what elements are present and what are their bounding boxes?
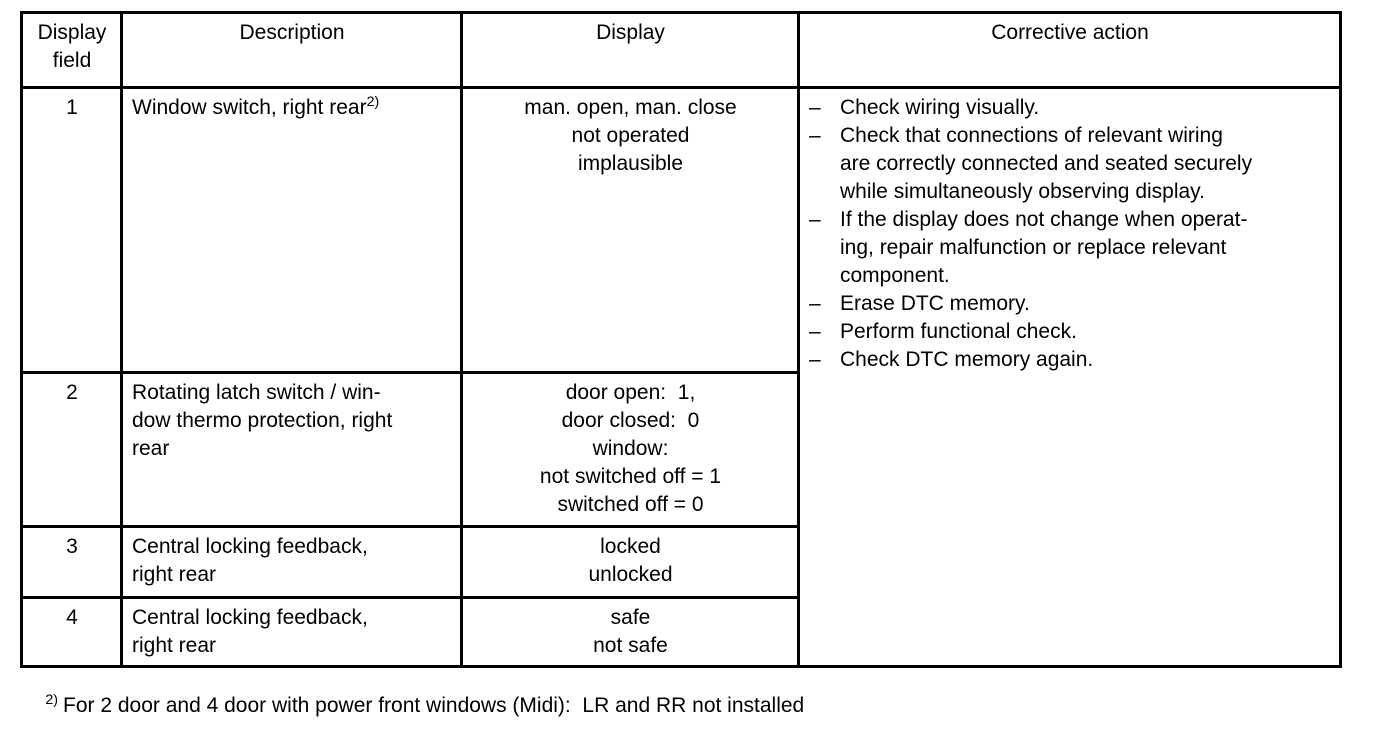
- row-1-field-number: 1: [20, 86, 123, 374]
- text-line: rear: [132, 437, 170, 460]
- footnote-marker: 2): [45, 692, 59, 708]
- dash-bullet: –: [809, 124, 821, 147]
- corrective-action-text: Perform functional check.: [840, 318, 1077, 346]
- corrective-action-item: –Perform functional check.: [809, 318, 1331, 346]
- text-line: door closed: 0: [561, 409, 700, 432]
- text-line: Central locking feedback,: [132, 535, 368, 558]
- diagnostic-display-table: Display field Description Display Correc…: [20, 11, 1342, 668]
- row-4-description: Central locking feedback, right rear: [120, 596, 463, 668]
- row-3-field-number: 3: [20, 525, 123, 599]
- corrective-action-item: –If the display does not change when ope…: [809, 206, 1331, 290]
- text-line: switched off = 0: [557, 493, 704, 516]
- corrective-action-text: Erase DTC memory.: [840, 290, 1030, 318]
- corrective-action-item: –Check DTC memory again.: [809, 346, 1331, 374]
- text-line: implausible: [577, 152, 684, 175]
- table-row: 3 Central locking feedback, right rear lo…: [20, 525, 1341, 599]
- dash-bullet: –: [809, 320, 821, 343]
- table-row: 4 Central locking feedback, right rear sa…: [20, 596, 1341, 668]
- text-line: not operated: [571, 124, 690, 147]
- text-line: locked: [600, 535, 661, 558]
- corrective-action-item: –Check wiring visually.: [809, 94, 1331, 122]
- text-line: Erase DTC memory.: [840, 292, 1030, 315]
- text-line: Check that connections of relevant wirin…: [840, 124, 1223, 147]
- text-line: window:: [592, 437, 669, 460]
- text-line: If the display does not change when oper…: [840, 208, 1248, 231]
- corrective-action-text: Check DTC memory again.: [840, 346, 1093, 374]
- row-2-field-number: 2: [20, 371, 123, 528]
- dash-bullet: –: [809, 96, 821, 119]
- row-1-display-values: man. open, man. close not operated implaus…: [460, 86, 800, 374]
- table-row: 2 Rotating latch switch / win-dow thermo…: [20, 371, 1341, 528]
- scanned-manual-page: Display field Description Display Correc…: [20, 11, 1342, 717]
- text-line: ing, repair malfunction or replace relev…: [840, 236, 1227, 259]
- corrective-action-item: –Erase DTC memory.: [809, 290, 1331, 318]
- text-line: man. open, man. close: [524, 96, 737, 119]
- header-display: Display: [460, 11, 800, 89]
- row-1-description-text: Window switch, right rear: [132, 96, 367, 119]
- header-description: Description: [120, 11, 463, 89]
- footnote-text: For 2 door and 4 door with power front w…: [63, 694, 805, 717]
- text-line: not switched off = 1: [539, 465, 722, 488]
- row-1-footnote-ref: 2): [366, 94, 380, 110]
- text-line: unlocked: [588, 563, 673, 586]
- text-line: Rotating latch switch / win-: [132, 381, 381, 404]
- row-3-display-values: locked unlocked: [460, 525, 800, 599]
- text-line: Perform functional check.: [840, 320, 1077, 343]
- corrective-action-text: Check that connections of relevant wirin…: [840, 122, 1252, 206]
- text-line: right rear: [132, 563, 217, 586]
- header-display-field: Display field: [20, 11, 123, 89]
- text-line: while simultaneously observing display.: [840, 180, 1205, 203]
- text-line: right rear: [132, 634, 217, 657]
- text-line: Central locking feedback,: [132, 606, 368, 629]
- dash-bullet: –: [809, 208, 821, 231]
- header-row: Display field Description Display Correc…: [20, 11, 1342, 89]
- table-row: 1 Window switch, right rear2) man. open,…: [20, 86, 1342, 668]
- text-line: not safe: [593, 634, 668, 657]
- row-4-display-values: safe not safe: [460, 596, 800, 668]
- corrective-action-item: –Check that connections of relevant wiri…: [809, 122, 1331, 206]
- dash-bullet: –: [809, 348, 821, 371]
- row-2-description: Rotating latch switch / win-dow thermo p…: [120, 371, 463, 528]
- text-line: dow thermo protection, right: [132, 409, 393, 432]
- footnote: 2)For 2 door and 4 door with power front…: [22, 664, 804, 748]
- dash-bullet: –: [809, 292, 821, 315]
- text-line: Check wiring visually.: [840, 96, 1040, 119]
- text-line: component.: [840, 264, 950, 287]
- header-corrective-action: Corrective action: [797, 11, 1342, 89]
- corrective-action-text: Check wiring visually.: [840, 94, 1039, 122]
- row-1-description: Window switch, right rear2): [120, 86, 463, 374]
- text-line: door open: 1,: [565, 381, 696, 404]
- corrective-action-text: If the display does not change when oper…: [840, 206, 1247, 290]
- corrective-action-cell: –Check wiring visually.–Check that conne…: [797, 86, 1342, 668]
- row-2-display-values: door open: 1, door closed: 0 window: not sw…: [460, 371, 800, 528]
- text-line: are correctly connected and seated secur…: [840, 152, 1253, 175]
- text-line: safe: [610, 606, 651, 629]
- text-line: Check DTC memory again.: [840, 348, 1094, 371]
- row-3-description: Central locking feedback, right rear: [120, 525, 463, 599]
- row-4-field-number: 4: [20, 596, 123, 668]
